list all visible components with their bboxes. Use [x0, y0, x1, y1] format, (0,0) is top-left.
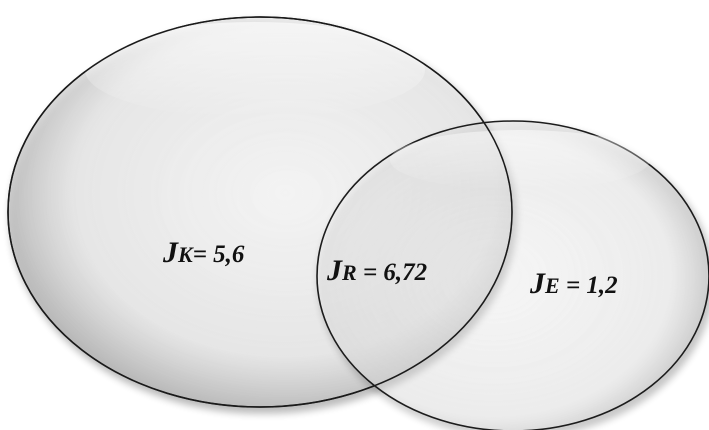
label-je: JE = 1,2: [529, 267, 618, 300]
label-jk-value: = 5,6: [193, 241, 245, 268]
set-k-outline: [7, 16, 513, 408]
label-je-subscript: E: [544, 273, 560, 298]
label-je-value: = 1,2: [560, 272, 618, 299]
label-jr: JR = 6,72: [326, 254, 427, 287]
set-k-highlight: [85, 22, 425, 118]
label-jr-symbol: J: [326, 254, 343, 287]
label-jr-value: = 6,72: [357, 259, 428, 286]
label-jk-symbol: J: [162, 236, 179, 269]
set-e-ellipse: [316, 120, 709, 430]
set-e-highlight: [390, 130, 650, 190]
label-je-symbol: J: [529, 267, 546, 300]
label-jk-subscript: K: [177, 242, 194, 267]
label-jr-subscript: R: [341, 260, 357, 285]
label-jk: JK= 5,6: [162, 236, 245, 269]
